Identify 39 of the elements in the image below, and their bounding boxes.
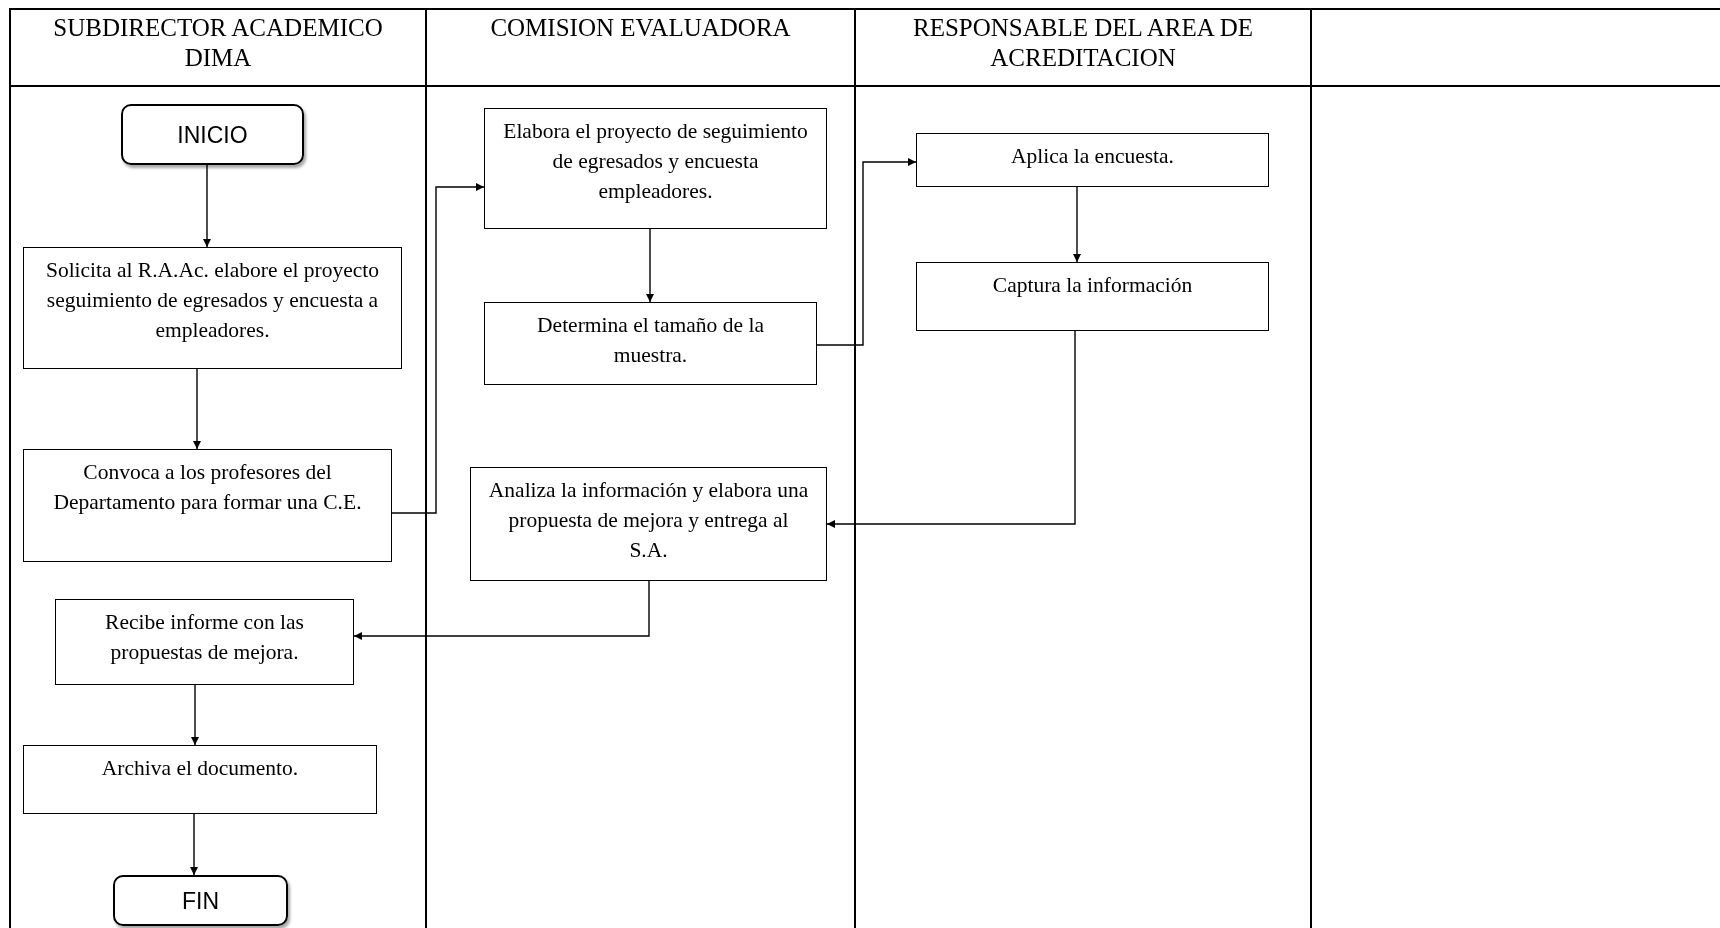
arrow bbox=[816, 158, 917, 346]
arrow bbox=[391, 183, 485, 514]
process-box bbox=[484, 302, 817, 385]
process-box bbox=[55, 599, 354, 685]
step-text: Aplica la encuesta. bbox=[1011, 143, 1174, 170]
process-box bbox=[916, 133, 1269, 187]
process-box bbox=[23, 247, 402, 369]
arrow bbox=[353, 580, 650, 640]
step-text: Archiva el documento. bbox=[101, 755, 299, 782]
lane-title: COMISION EVALUADORA bbox=[489, 13, 792, 43]
swimlane bbox=[9, 8, 425, 928]
step-text: FIN bbox=[181, 886, 220, 915]
process-box bbox=[470, 467, 827, 581]
arrow bbox=[191, 684, 199, 746]
arrow bbox=[826, 330, 1076, 528]
arrow bbox=[193, 368, 201, 450]
arrow bbox=[646, 228, 654, 303]
step-text: Recibe informe con las propuestas de mejora. bbox=[104, 609, 305, 666]
arrow bbox=[1073, 186, 1081, 263]
step-text: Elabora el proyecto de seguimiento de egresados y encuesta empleadores. bbox=[502, 118, 809, 205]
step-text: INICIO bbox=[177, 120, 248, 149]
swimlane bbox=[854, 8, 1310, 928]
terminal-box bbox=[113, 875, 288, 926]
lane-title: SUBDIRECTOR ACADEMICO DIMA bbox=[52, 13, 384, 73]
terminal-box bbox=[121, 104, 304, 165]
process-box bbox=[23, 449, 392, 562]
step-text: Determina el tamaño de la muestra. bbox=[536, 312, 765, 369]
step-text: Analiza la información y elabora una propuesta de mejora y entrega al S.A. bbox=[487, 477, 810, 564]
lane-title: RESPONSABLE DEL AREA DE ACREDITACION bbox=[911, 13, 1255, 73]
swimlane bbox=[425, 8, 854, 928]
swimlane bbox=[1310, 8, 1720, 928]
process-box bbox=[484, 108, 827, 229]
arrow bbox=[190, 813, 198, 876]
process-box bbox=[916, 262, 1269, 331]
step-text: Solicita al R.A.Ac. elabore el proyecto seguimiento de egresados y encuesta a empleadores. bbox=[44, 257, 381, 344]
arrow bbox=[203, 164, 211, 248]
step-text: Convoca a los profesores del Departamento para formar una C.E. bbox=[52, 459, 363, 516]
process-box bbox=[23, 745, 377, 814]
step-text: Captura la información bbox=[992, 272, 1193, 299]
